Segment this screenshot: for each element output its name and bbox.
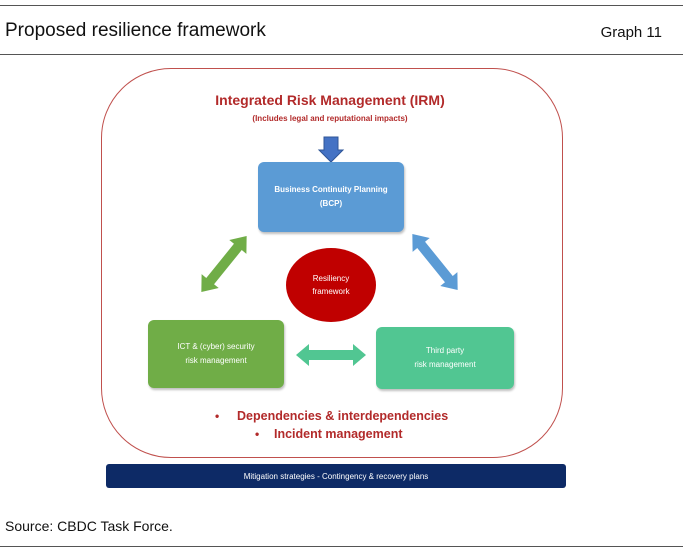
irm-subtitle: (Includes legal and reputational impacts… [252,114,408,123]
ict-line2: risk management [185,356,247,365]
bcp-line1: Business Continuity Planning [274,185,388,194]
center-line1: Resiliency [312,274,350,283]
irm-to-bcp-arrow [317,136,345,163]
top-rule [0,5,683,6]
bcp-thirdparty-arrow [412,234,458,290]
center-line2: framework [312,287,350,296]
page-title: Proposed resilience framework [5,20,266,41]
third-party-line1: Third party [425,346,465,355]
bullet-item: • Incident management [210,427,470,445]
bcp-box: Business Continuity Planning (BCP) [258,162,404,232]
bullet-text: Dependencies & interdependencies [237,409,449,423]
source-note: Source: CBDC Task Force. [5,518,173,534]
ict-security-box: ICT & (cyber) security risk management [148,320,284,388]
bcp-ict-arrow [201,236,247,292]
resiliency-framework-circle: Resiliency framework [286,248,376,322]
irm-title: Integrated Risk Management (IRM) [215,92,445,108]
third-party-line2: risk management [414,360,476,369]
bullet-dot: • [255,427,260,441]
bullet-text: Incident management [274,427,403,441]
ict-thirdparty-arrow [296,344,366,366]
mitigation-bar: Mitigation strategies - Contingency & re… [106,464,566,488]
header-rule [0,54,683,55]
bottom-rule [0,546,683,547]
third-party-box: Third party risk management [376,327,514,389]
ict-line1: ICT & (cyber) security [177,342,255,351]
bcp-line2: (BCP) [319,199,343,208]
bullet-item: • Dependencies & interdependencies [210,409,470,427]
bullet-list: • Dependencies & interdependencies • Inc… [210,409,470,445]
bullet-dot: • [215,409,220,423]
irm-frame [101,68,563,458]
graph-number: Graph 11 [600,24,662,41]
